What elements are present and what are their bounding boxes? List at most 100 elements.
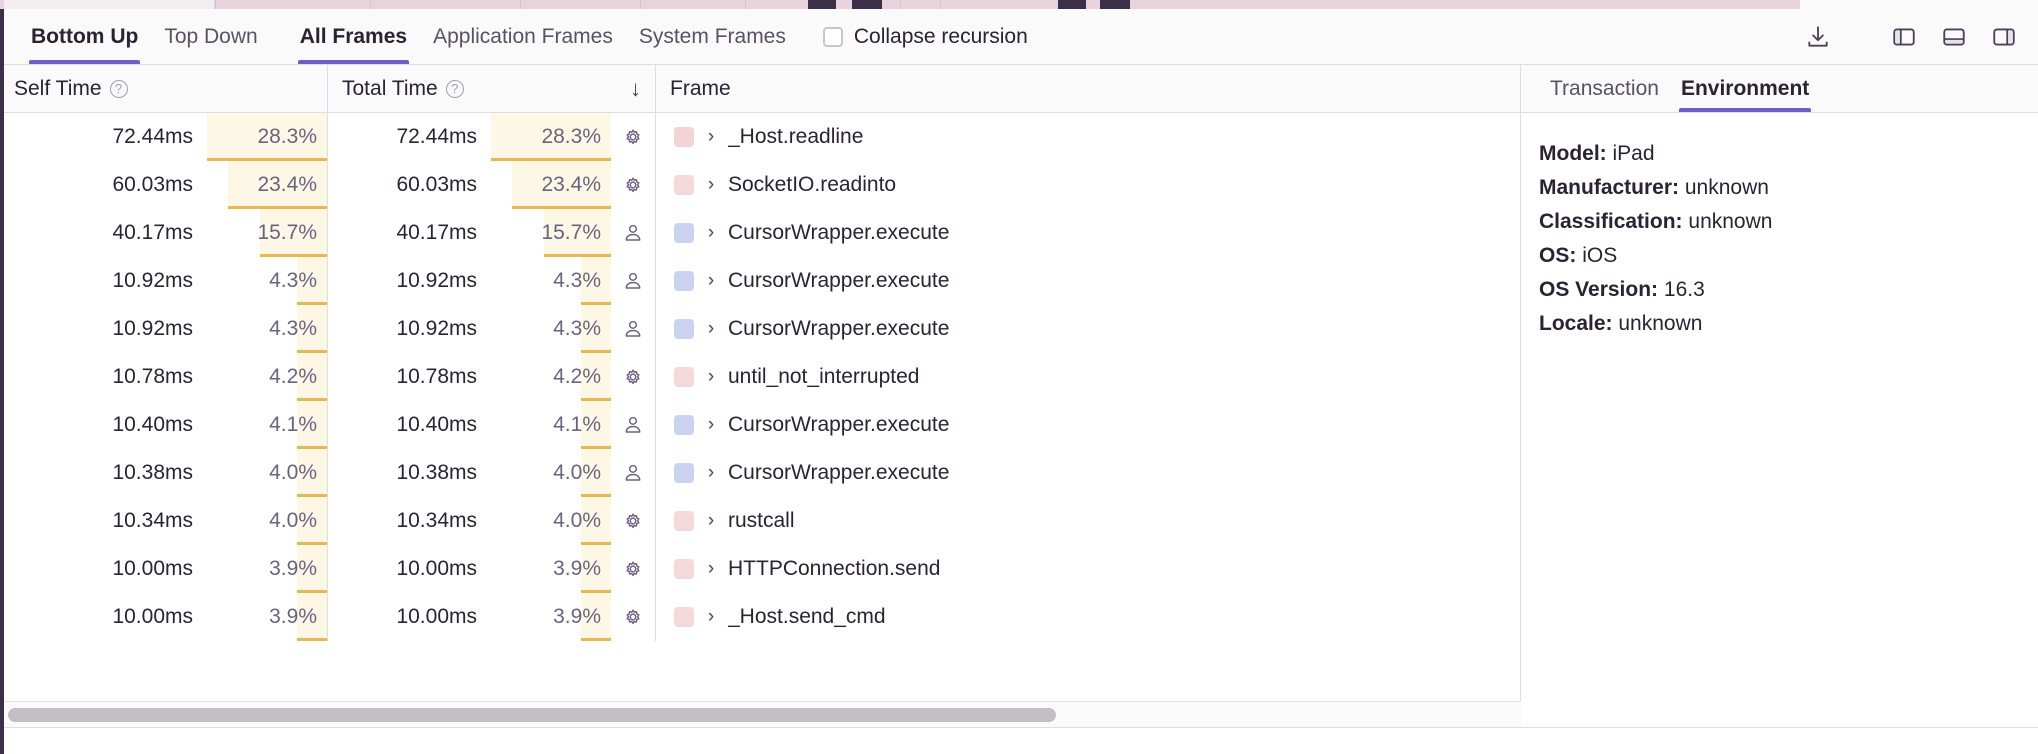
percent-bar-indicator bbox=[491, 158, 611, 161]
cell-frame: ›CursorWrapper.execute bbox=[656, 305, 1520, 353]
percent-bar-background bbox=[297, 257, 327, 305]
left-accent-rail bbox=[0, 9, 4, 754]
tab-system-frames[interactable]: System Frames bbox=[626, 9, 799, 64]
self-time-percent: 4.1% bbox=[207, 401, 327, 449]
self-time-value: 10.00ms bbox=[112, 605, 193, 628]
environment-row: Manufacturer: unknown bbox=[1539, 171, 2038, 205]
frame-name: rustcall bbox=[728, 509, 795, 532]
panel-left-icon[interactable] bbox=[1884, 17, 1924, 57]
chevron-right-icon[interactable]: › bbox=[707, 318, 715, 339]
frame-color-swatch bbox=[674, 127, 694, 147]
environment-key: OS: bbox=[1539, 244, 1577, 267]
panel-bottom-icon[interactable] bbox=[1934, 17, 1974, 57]
percent-bar-indicator bbox=[581, 350, 611, 353]
tab-application-frames[interactable]: Application Frames bbox=[420, 9, 626, 64]
percent-bar-background bbox=[297, 545, 327, 593]
chevron-right-icon[interactable]: › bbox=[707, 174, 715, 195]
collapse-recursion-control[interactable]: Collapse recursion bbox=[822, 25, 1028, 49]
percent-bar-indicator bbox=[581, 302, 611, 305]
cell-frame: › rustcall bbox=[656, 497, 1520, 545]
percent-value: 15.7% bbox=[541, 221, 601, 244]
column-header-total-time[interactable]: Total Time ? ↓ bbox=[328, 65, 656, 112]
help-icon-total-time[interactable]: ? bbox=[445, 79, 464, 98]
total-time-value: 10.92ms bbox=[396, 269, 477, 292]
gear-icon[interactable] bbox=[611, 558, 655, 580]
horizontal-scrollbar-thumb[interactable] bbox=[8, 707, 1056, 722]
gear-icon[interactable] bbox=[611, 126, 655, 148]
cell-frame: ›_Host.send_cmd bbox=[656, 593, 1520, 641]
percent-bar-background bbox=[511, 161, 611, 209]
percent-bar-indicator bbox=[297, 446, 327, 449]
self-time-value: 10.40ms bbox=[112, 413, 193, 436]
chevron-right-icon[interactable]: › bbox=[707, 558, 715, 579]
gear-icon[interactable] bbox=[611, 606, 655, 628]
tab-system-frames-label: System Frames bbox=[638, 24, 786, 48]
chevron-right-icon[interactable]: › bbox=[707, 126, 715, 147]
percent-bar-indicator bbox=[207, 158, 327, 161]
environment-key: Model: bbox=[1539, 142, 1607, 165]
flamegraph-strip-cropped[interactable] bbox=[0, 0, 2038, 9]
column-header-self-time[interactable]: Self Time ? bbox=[0, 65, 328, 112]
person-icon[interactable] bbox=[611, 462, 655, 484]
person-icon[interactable] bbox=[611, 222, 655, 244]
tab-top-down[interactable]: Top Down bbox=[151, 9, 270, 64]
self-time-percent: 4.2% bbox=[207, 353, 327, 401]
total-time-value: 10.00ms bbox=[396, 557, 477, 580]
self-time-value: 10.92ms bbox=[112, 269, 193, 292]
percent-value: 4.3% bbox=[269, 317, 317, 340]
tab-all-frames[interactable]: All Frames bbox=[287, 9, 420, 64]
column-header-frame[interactable]: Frame bbox=[656, 65, 1520, 112]
percent-bar-background bbox=[207, 113, 327, 161]
total-time-value: 72.44ms bbox=[396, 125, 477, 148]
percent-bar-indicator bbox=[297, 350, 327, 353]
person-icon[interactable] bbox=[611, 270, 655, 292]
chevron-right-icon[interactable]: › bbox=[707, 414, 715, 435]
total-time-percent: 4.2% bbox=[491, 353, 611, 401]
collapse-recursion-checkbox[interactable] bbox=[822, 26, 843, 47]
download-icon[interactable] bbox=[1798, 17, 1838, 57]
percent-bar-indicator bbox=[297, 542, 327, 545]
gear-icon[interactable] bbox=[611, 510, 655, 532]
percent-bar-background bbox=[297, 449, 327, 497]
help-icon-self-time[interactable]: ? bbox=[109, 79, 128, 98]
horizontal-scrollbar[interactable] bbox=[0, 701, 1521, 727]
tab-environment[interactable]: Environment bbox=[1670, 65, 1820, 112]
panel-right-icon[interactable] bbox=[1984, 17, 2024, 57]
environment-row: Classification: unknown bbox=[1539, 205, 2038, 239]
percent-bar-background bbox=[581, 353, 611, 401]
chevron-right-icon[interactable]: › bbox=[707, 366, 715, 387]
tab-bottom-up[interactable]: Bottom Up bbox=[18, 9, 151, 64]
chevron-right-icon[interactable]: › bbox=[707, 606, 715, 627]
percent-bar-indicator bbox=[297, 494, 327, 497]
person-icon[interactable] bbox=[611, 318, 655, 340]
tab-transaction[interactable]: Transaction bbox=[1539, 65, 1670, 112]
chevron-right-icon[interactable]: › bbox=[707, 222, 715, 243]
person-icon[interactable] bbox=[611, 414, 655, 436]
gear-icon[interactable] bbox=[611, 174, 655, 196]
total-time-percent: 4.1% bbox=[491, 401, 611, 449]
column-header-self-time-label: Self Time bbox=[14, 76, 102, 100]
sort-descending-icon[interactable]: ↓ bbox=[630, 75, 641, 101]
environment-value: iOS bbox=[1582, 244, 1618, 267]
gear-icon[interactable] bbox=[611, 366, 655, 388]
percent-value: 4.0% bbox=[553, 509, 601, 532]
chevron-right-icon[interactable]: › bbox=[707, 270, 715, 291]
chevron-right-icon[interactable]: › bbox=[707, 510, 715, 531]
environment-row: Model: iPad bbox=[1539, 137, 2038, 171]
chevron-right-icon[interactable]: › bbox=[707, 462, 715, 483]
percent-bar-indicator bbox=[581, 398, 611, 401]
